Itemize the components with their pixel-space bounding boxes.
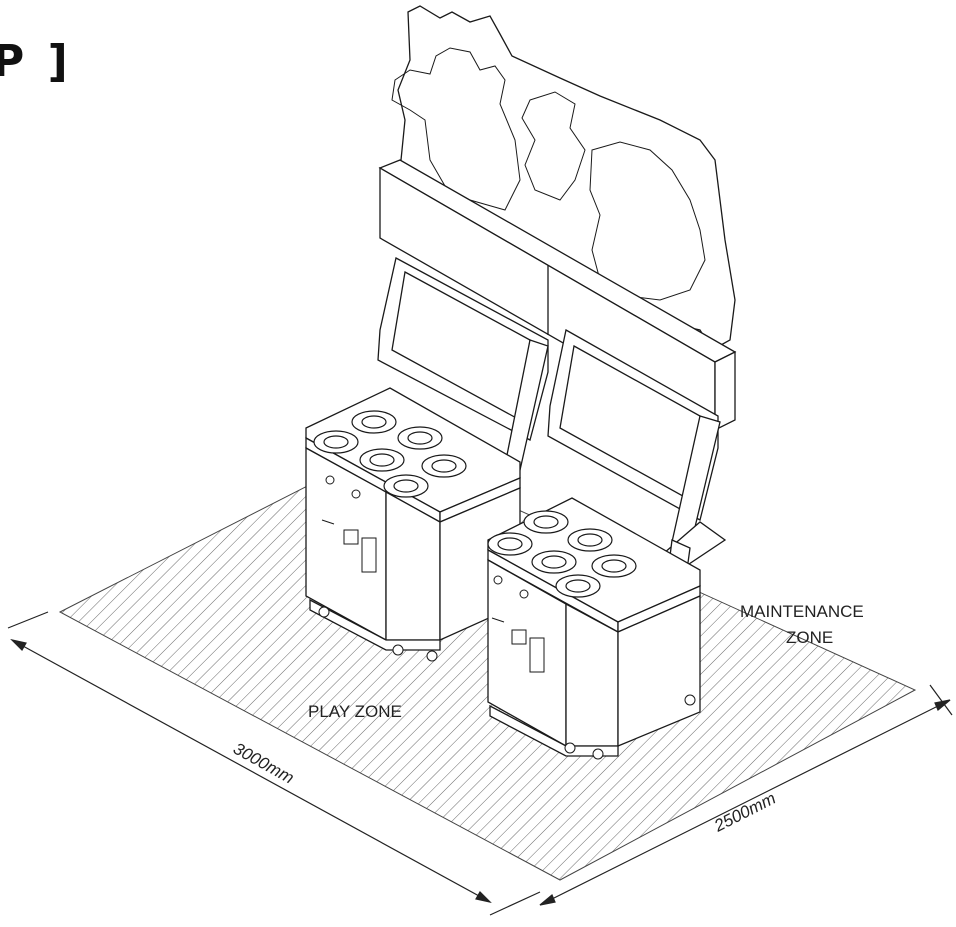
maintenance-zone-label-line1: MAINTENANCE [740, 602, 864, 621]
cabinet-right-details [491, 575, 696, 760]
dimension-3000-label: 3000mm [230, 739, 297, 788]
cabinet-right-drums [487, 510, 637, 598]
character-silhouette-left [391, 47, 521, 211]
dimension-3000 [7, 611, 541, 916]
character-silhouette-right [589, 141, 706, 301]
maintenance-zone-label-line2: ZONE [786, 628, 833, 647]
cabinet-left-drums [313, 410, 467, 498]
character-silhouette-middle [521, 91, 586, 201]
header-beam [378, 159, 737, 432]
dimension-2500-label: 2500mm [710, 789, 778, 836]
play-zone-label: PLAY ZONE [308, 702, 402, 721]
cabinet-left-details [318, 475, 438, 662]
dimension-2500 [539, 684, 953, 906]
section-header: P ] [0, 36, 72, 87]
